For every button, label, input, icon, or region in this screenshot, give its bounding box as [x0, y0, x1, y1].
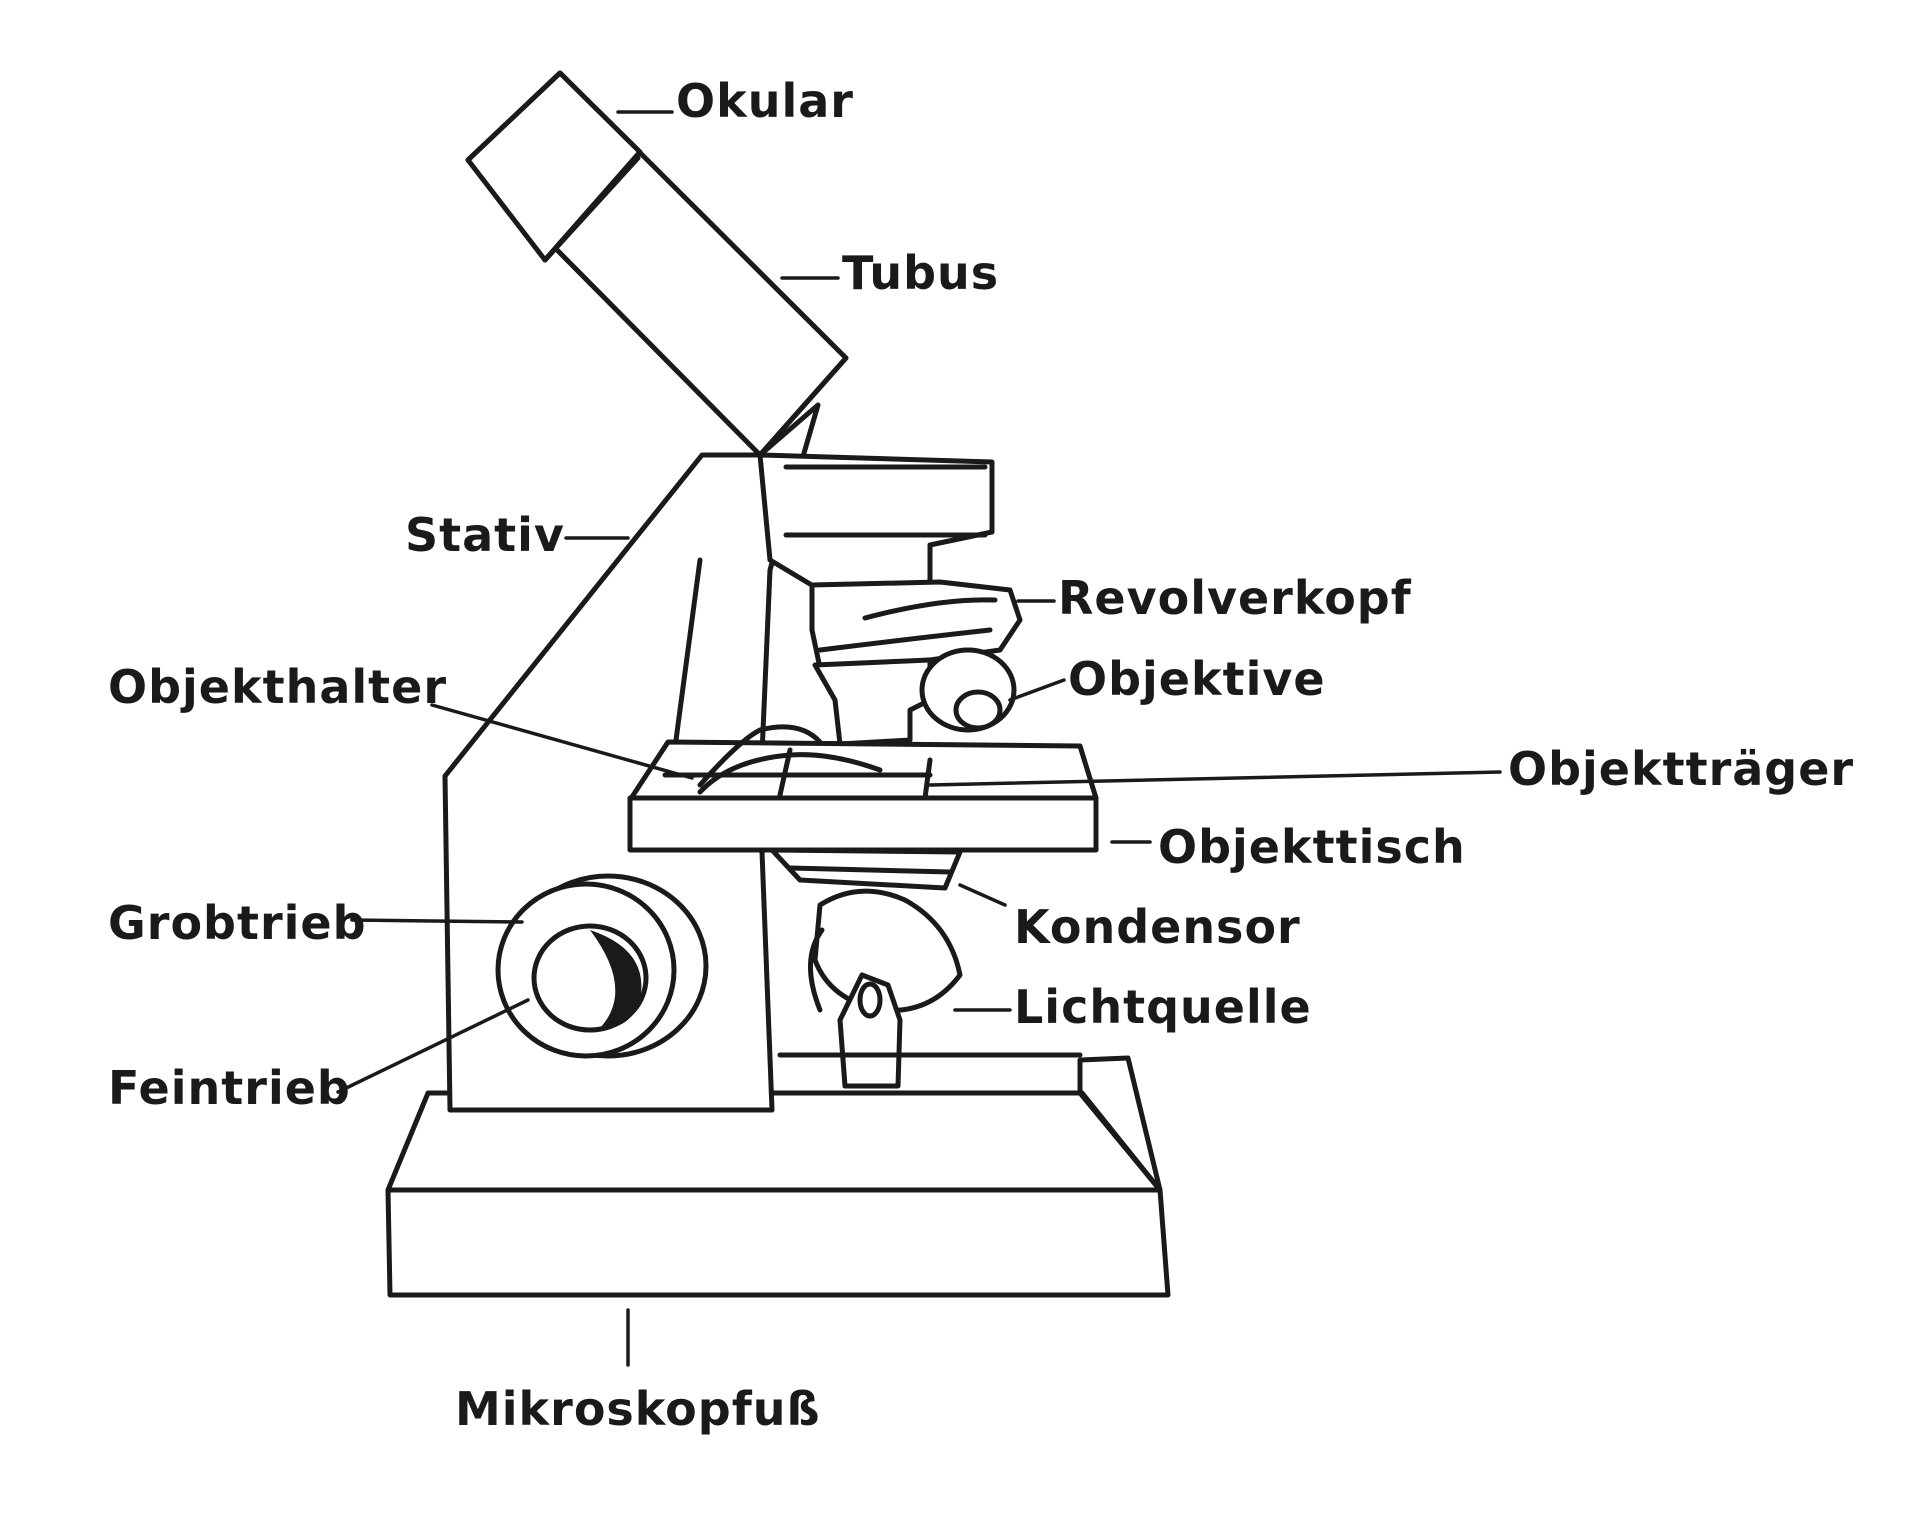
- label-tubus: Tubus: [842, 246, 1000, 300]
- light-source: [777, 888, 1083, 1089]
- microscope-foot: [385, 1055, 1171, 1298]
- label-objekttisch: Objekttisch: [1158, 820, 1466, 874]
- object-stage: [627, 724, 1099, 853]
- label-objekttraeger: Objektträger: [1508, 742, 1855, 796]
- focus-knobs: [495, 873, 709, 1059]
- leader-lines: [336, 110, 1502, 1367]
- label-grobtrieb: Grobtrieb: [108, 896, 367, 950]
- condenser: [769, 847, 963, 891]
- head-block: [757, 452, 995, 593]
- label-lichtquelle: Lichtquelle: [1014, 980, 1312, 1034]
- label-stativ: Stativ: [405, 508, 565, 562]
- revolver-nosepiece: [809, 579, 1023, 671]
- label-revolverkopf: Revolverkopf: [1058, 571, 1412, 625]
- label-kondensor: Kondensor: [1014, 900, 1301, 954]
- label-objektive: Objektive: [1068, 652, 1326, 706]
- objectives: [812, 647, 1017, 747]
- label-objekthalter: Objekthalter: [108, 660, 448, 714]
- eyepiece: [465, 70, 643, 263]
- label-mikroskopfuss: Mikroskopfuß: [455, 1382, 821, 1436]
- label-okular: Okular: [676, 74, 854, 128]
- label-feintrieb: Feintrieb: [108, 1061, 351, 1115]
